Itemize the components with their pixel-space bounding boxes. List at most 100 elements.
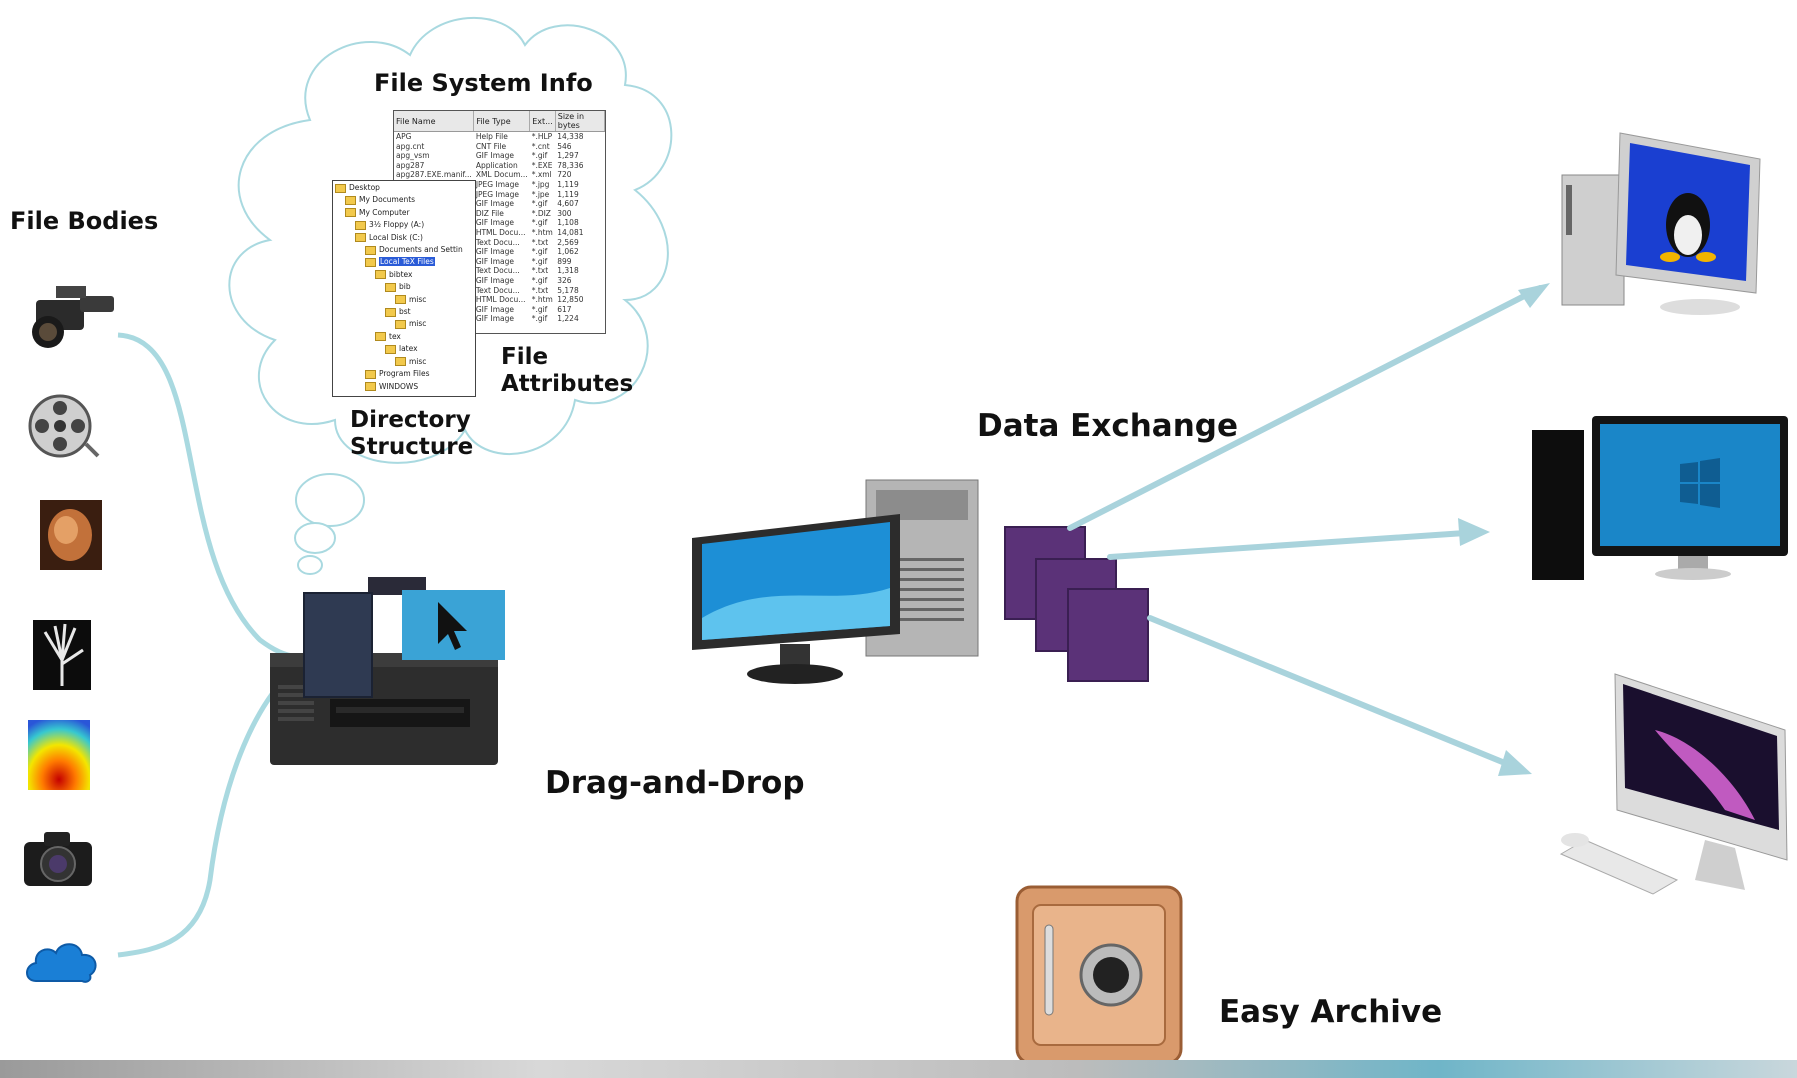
film-reel-icon <box>28 394 100 458</box>
table-cell: *.txt <box>531 237 549 247</box>
table-row: apg_vsm GIF Image *.gif 1,297 <box>394 151 605 161</box>
tree-item: My Computer <box>335 207 473 219</box>
directory-structure-label-line2: Structure <box>350 434 474 460</box>
table-cell: 1,297 <box>557 151 579 161</box>
tree-item: misc <box>335 356 473 368</box>
tree-item-label: My Computer <box>359 207 410 217</box>
tree-item-label: tex <box>389 331 401 341</box>
table-cell: apg.cnt <box>396 141 425 151</box>
folder-icon <box>375 270 386 280</box>
mouse-cursor-icon[interactable] <box>402 590 505 660</box>
file-attributes-label-line1: File <box>501 344 549 370</box>
data-exchange-label: Data Exchange <box>977 408 1239 444</box>
directory-structure-label-line1: Directory <box>350 407 471 433</box>
tree-item-label: bibtex <box>389 269 413 279</box>
table-cell: Text Docu... <box>475 237 520 247</box>
table-cell: *.xml <box>531 170 552 180</box>
table-cell: HTML Docu... <box>475 227 526 237</box>
table-cell: *.htm <box>531 227 553 237</box>
table-cell: HTML Docu... <box>475 295 526 305</box>
tree-item: bst <box>335 306 473 318</box>
folder-icon <box>385 307 396 317</box>
tree-item-label: My Documents <box>359 195 416 205</box>
tree-item-label: Local Disk (C:) <box>369 232 423 242</box>
table-cell: GIF Image <box>475 151 515 161</box>
tree-item: Documents and Settin <box>335 244 473 256</box>
data-exchange-arrows <box>1067 283 1550 776</box>
table-cell: apg287.EXE.manif... <box>396 170 472 180</box>
table-cell: 300 <box>557 208 572 218</box>
ultrasound-image-icon <box>40 500 102 570</box>
folder-icon <box>395 357 406 367</box>
tree-item: Desktop <box>335 182 473 194</box>
tree-item: bib <box>335 281 473 293</box>
table-cell: 1,318 <box>557 266 579 276</box>
table-cell: apg_vsm <box>396 151 430 161</box>
table-cell: Application <box>475 160 518 170</box>
column-header: File Type <box>473 111 531 132</box>
table-cell: GIF Image <box>475 256 515 266</box>
folder-icon <box>365 245 376 255</box>
table-cell: Text Docu... <box>475 266 520 276</box>
table-cell: 12,850 <box>557 295 584 305</box>
tree-item-label: bst <box>399 307 411 317</box>
drag-and-drop-label: Drag-and-Drop <box>545 765 805 801</box>
table-cell: Help File <box>475 132 508 141</box>
windows-computer-icon <box>1532 416 1788 580</box>
column-header: File Name <box>394 111 475 132</box>
table-cell: *.jpg <box>531 179 550 189</box>
folder-icon <box>395 319 406 329</box>
table-cell: *.DIZ <box>531 208 551 218</box>
table-cell: 617 <box>557 304 572 314</box>
tree-item: misc <box>335 294 473 306</box>
table-cell: *.HLP <box>531 132 553 141</box>
folder-icon <box>385 282 396 292</box>
folder-icon <box>335 183 346 193</box>
tree-item: misc <box>335 318 473 330</box>
folder-icon <box>355 233 366 243</box>
table-cell: *.htm <box>531 295 553 305</box>
tree-item-label: latex <box>399 344 418 354</box>
folder-icon <box>385 344 396 354</box>
bottom-decorative-bar <box>0 1060 1797 1078</box>
table-cell: *.jpe <box>531 189 550 199</box>
table-cell: JPEG Image <box>475 189 519 199</box>
tree-item: Program Files <box>335 368 473 380</box>
table-cell: 1,119 <box>557 179 579 189</box>
tree-item-label: misc <box>409 319 427 329</box>
folder-icon <box>355 220 366 230</box>
file-system-info-label: File System Info <box>374 69 593 97</box>
folder-icon <box>345 195 356 205</box>
table-cell: 14,081 <box>557 227 584 237</box>
imac-computer-icon <box>1559 673 1788 895</box>
table-cell: GIF Image <box>475 247 515 257</box>
table-cell: Text Docu... <box>475 285 520 295</box>
folder-icon <box>365 382 376 391</box>
table-cell: 78,336 <box>557 160 584 170</box>
table-cell: 14,338 <box>557 132 584 141</box>
table-cell: GIF Image <box>475 314 515 324</box>
column-header: Size in bytes <box>555 111 605 132</box>
folder-icon <box>345 208 356 218</box>
table-cell: *.cnt <box>531 141 550 151</box>
cloud-icon <box>26 943 97 983</box>
video-camera-icon <box>32 286 114 348</box>
tree-item-label: misc <box>409 294 427 304</box>
table-cell: *.gif <box>531 151 548 161</box>
tree-item-label: Local TeX Files <box>379 257 435 267</box>
table-cell: GIF Image <box>475 275 515 285</box>
linux-computer-icon <box>1561 132 1761 315</box>
tree-item-label: Desktop <box>349 183 380 192</box>
table-cell: 4,607 <box>557 199 579 209</box>
